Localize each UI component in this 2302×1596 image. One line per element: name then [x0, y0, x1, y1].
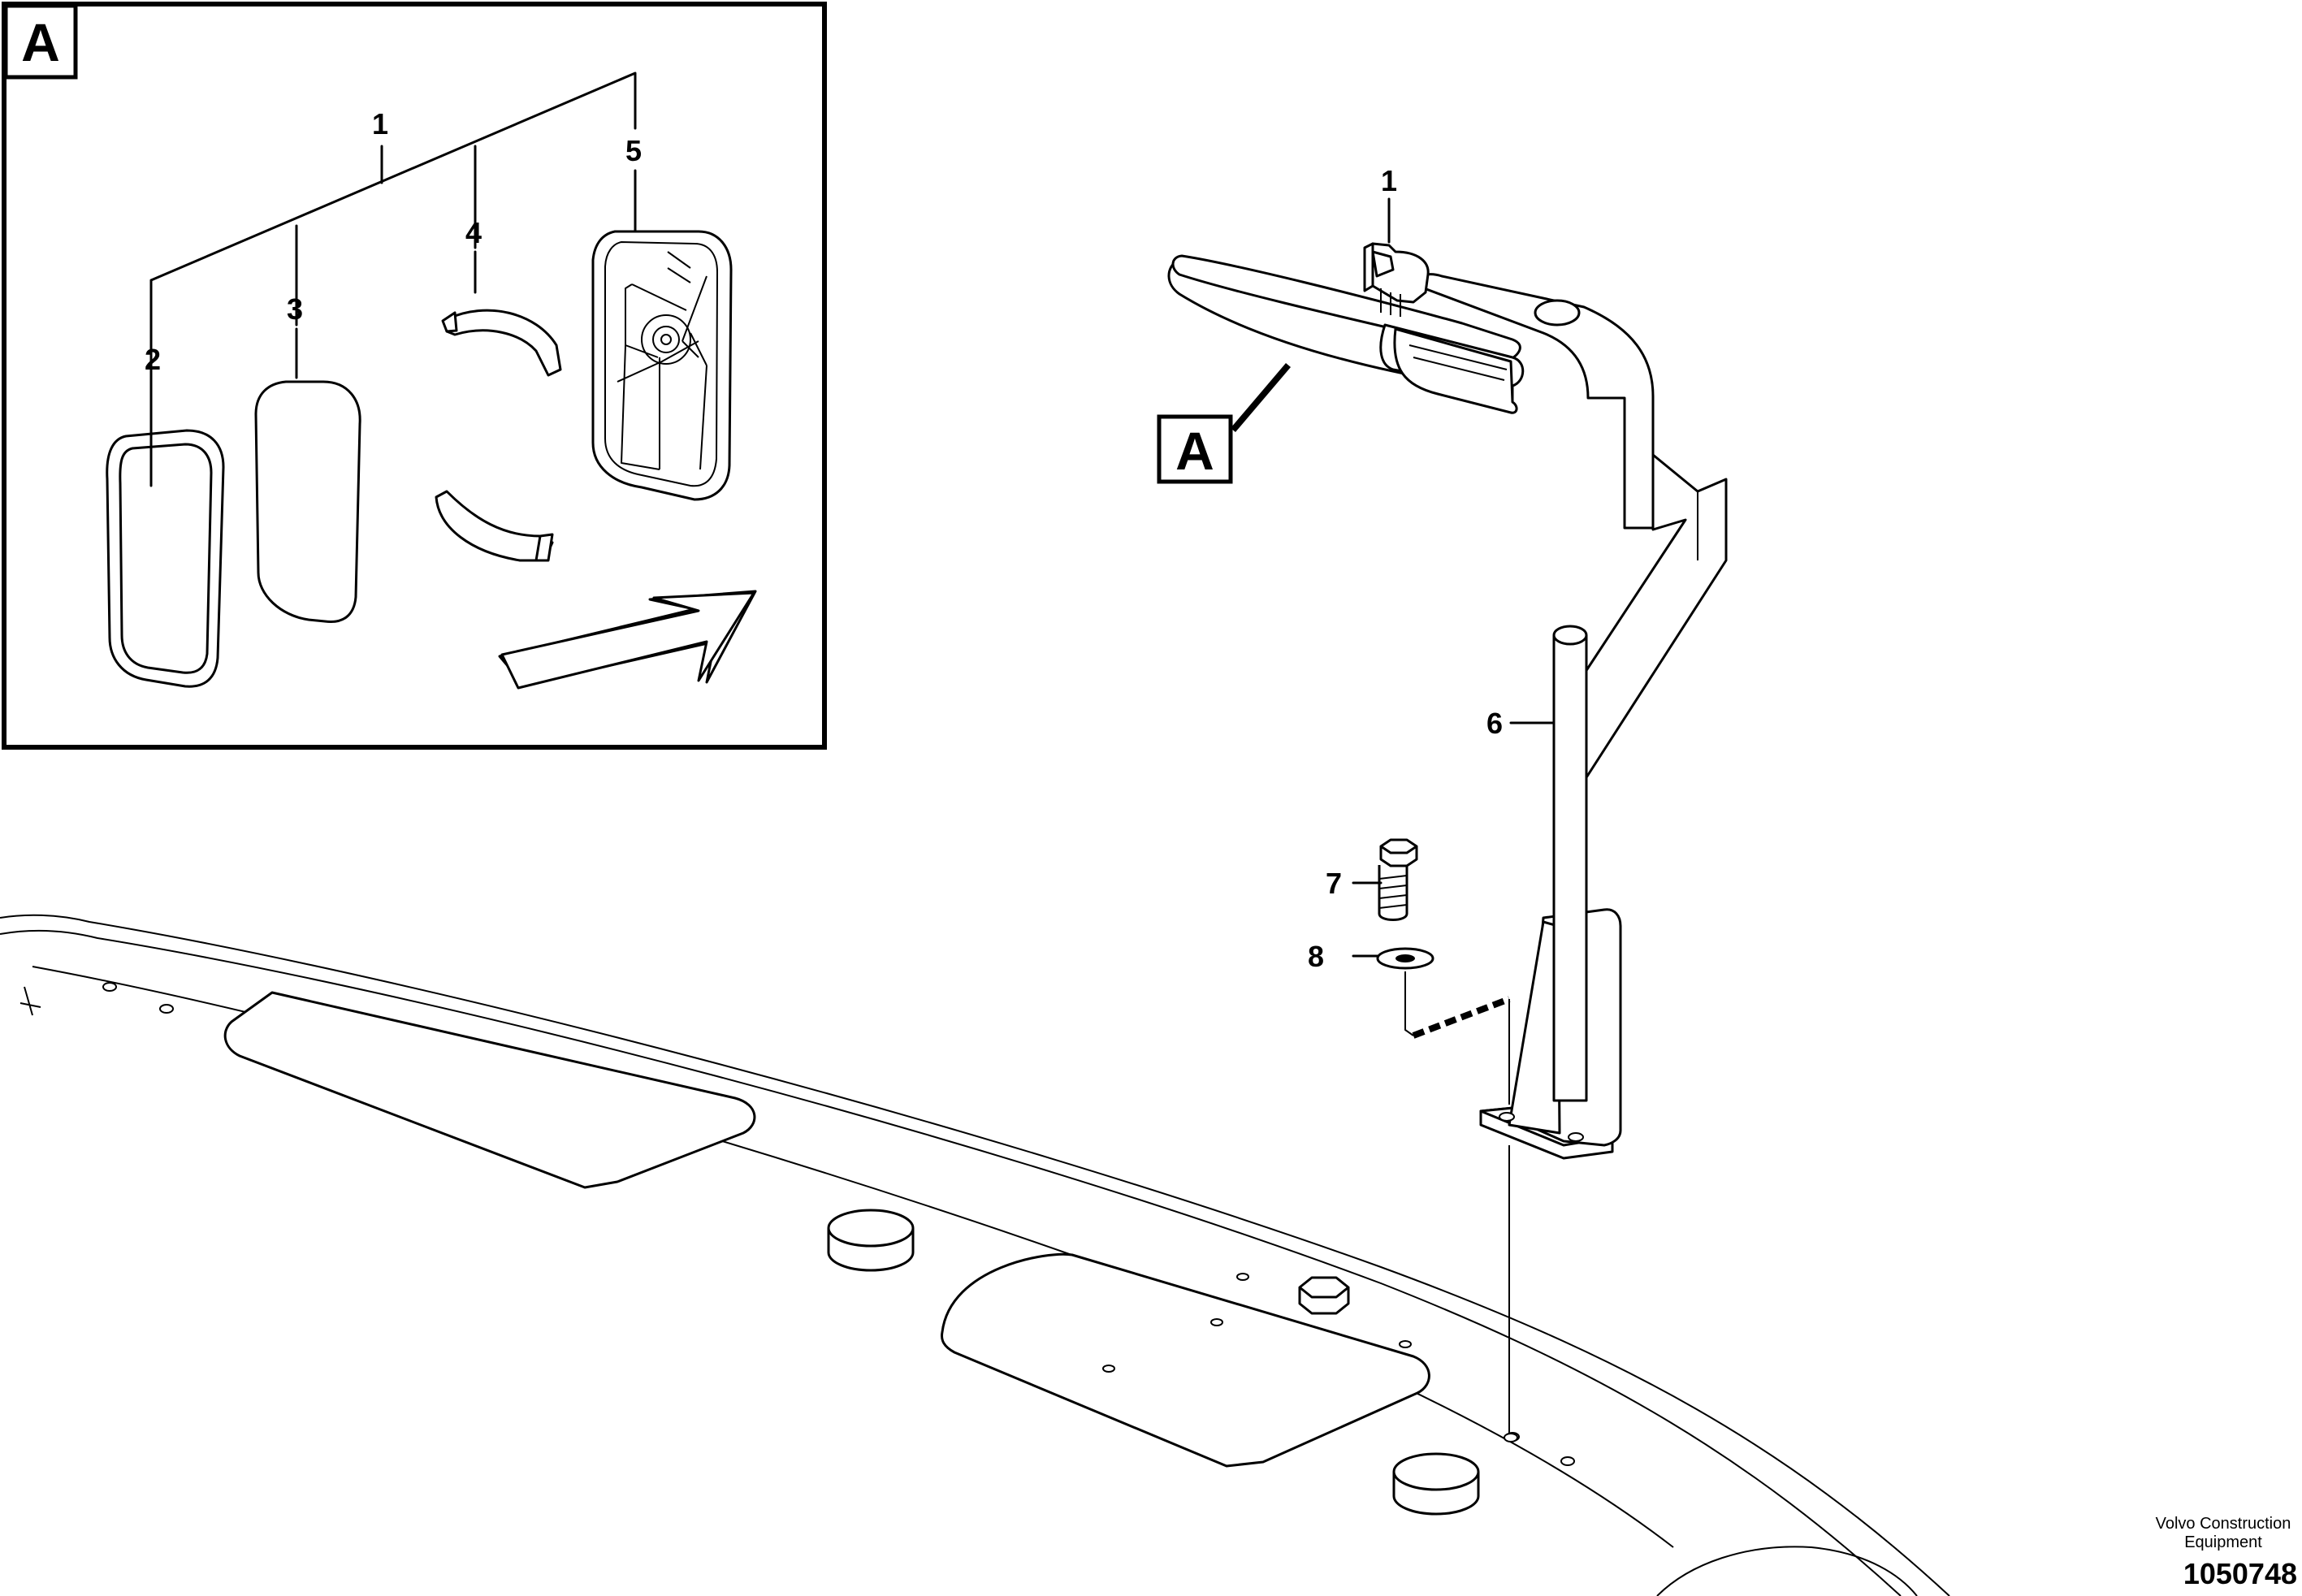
mirror-clamps [435, 309, 562, 562]
bolt [1378, 838, 1418, 921]
washer [1376, 947, 1434, 970]
detail-callout-3: 3 [287, 292, 303, 326]
detail-callout-5: 5 [625, 134, 642, 167]
brand-line-2: Equipment [2184, 1533, 2262, 1551]
detail-callout-2: 2 [145, 343, 161, 376]
roof-cap-2 [1392, 1452, 1480, 1516]
roof-nut [1298, 1276, 1350, 1315]
document-number: 1050748 [2183, 1557, 2297, 1590]
detail-callout-1: 1 [372, 107, 388, 141]
assembly-line-bolt [1404, 971, 1414, 1036]
mirror-frame [106, 429, 225, 688]
main-callout-8: 8 [1308, 940, 1324, 973]
detail-reference-a: A [1157, 414, 1233, 484]
main-callout-6: 6 [1486, 707, 1503, 740]
main-callout-7: 7 [1326, 867, 1342, 900]
mirror-housing [591, 230, 733, 501]
detail-reference-letter: A [1175, 421, 1214, 481]
footer: Volvo Construction Equipment 1050748 [2156, 1515, 2297, 1590]
roof-cap-1 [827, 1209, 915, 1272]
brand-line-1: Volvo Construction [2156, 1515, 2291, 1533]
mirror-bracket [1412, 273, 1728, 1160]
main-callout-1: 1 [1381, 164, 1397, 197]
mirror-head [1167, 242, 1525, 414]
detail-callout-4: 4 [465, 216, 482, 249]
main-leaders [1231, 197, 1556, 958]
detail-view-a: A 1 2 3 [2, 2, 827, 750]
cab-roof [0, 914, 1950, 1596]
detail-view-label: A [21, 12, 60, 72]
assembly-line-hidden [1412, 996, 1511, 1039]
mirror-glass [254, 380, 361, 624]
